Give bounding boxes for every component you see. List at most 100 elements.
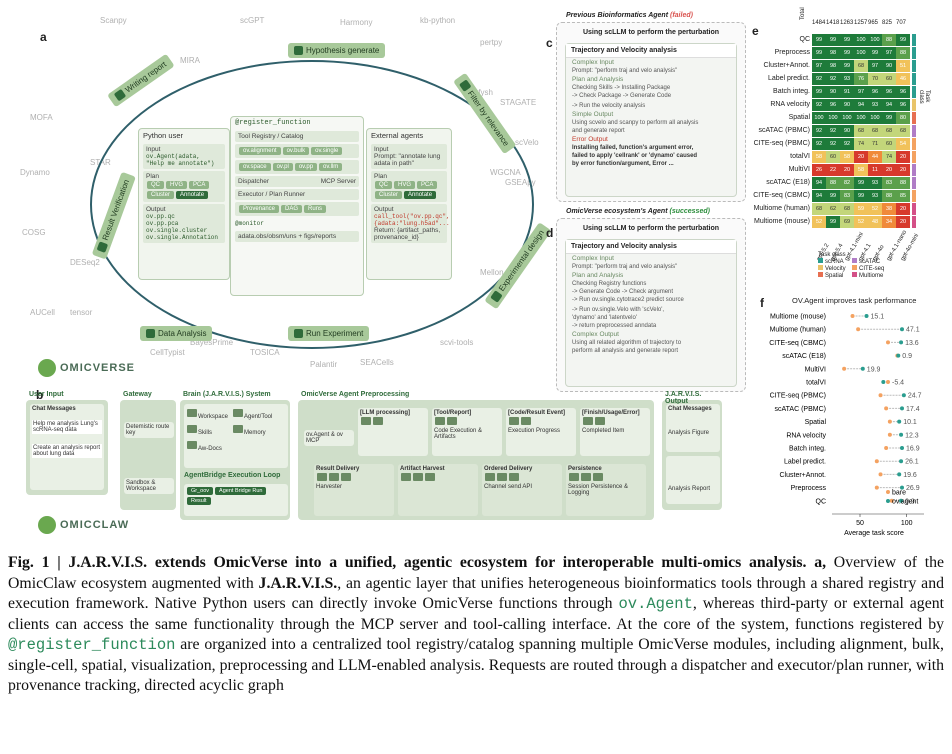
step-icon [583, 417, 593, 425]
heatmap-cell: 68 [896, 125, 910, 137]
module-chip: ov.single [311, 147, 343, 155]
heatmap-cell: 99 [826, 190, 840, 202]
f-bare-dot [878, 393, 883, 398]
monitor-decorator: @monitor [235, 220, 264, 227]
panel-c-header: Previous Bioinformatics Agent (failed) [566, 12, 693, 19]
heatmap-cell: 60 [882, 138, 896, 150]
caption-text-4: are organized into a centralized tool re… [8, 636, 944, 694]
external-output: Output call_tool("ov.pp.qc", {adata:"lun… [371, 204, 450, 243]
bg-tool-15: Palantir [310, 360, 338, 369]
heatmap-cell: 92 [840, 138, 854, 150]
caption-text-2: , an agentic layer that unifies heteroge… [8, 574, 944, 613]
py-plan-chip: Cluster [147, 191, 175, 199]
gateway-title: Gateway [123, 391, 152, 398]
heatmap-cell: 93 [868, 190, 882, 202]
heatmap-cell: 100 [840, 112, 854, 124]
brain-item-label: Agent/Tool [244, 414, 273, 420]
py-plan-chip: PCA [189, 181, 210, 189]
preproc-step: [LLM processing] [358, 408, 428, 456]
f-ov-dot [897, 472, 902, 477]
d-section-line: 'dynamo' and 'latentvelo' [572, 315, 637, 321]
c-section-title: Simple Output [572, 111, 614, 118]
heatmap-cell: 94 [854, 99, 868, 111]
f-bare-dot [874, 459, 879, 464]
output-report: Analysis Report [668, 486, 711, 492]
c-error-line: failed to apply 'cellrank' or 'dynamo' c… [572, 153, 698, 159]
heatmap-cell: 26 [812, 164, 826, 176]
f-ov-dot [899, 498, 904, 503]
step-icon [146, 329, 155, 339]
output-title: J.A.R.V.I.S. Output [665, 391, 702, 405]
loop-title: AgentBridge Execution Loop [184, 472, 281, 479]
output-chat: Chat Messages Analysis Figure [666, 404, 720, 452]
f-bare-dot [842, 366, 847, 371]
step-icon [113, 89, 127, 102]
ext-plan-chip: QC [375, 181, 392, 189]
panel-c-error-lines: Installing failed, function's argument e… [566, 144, 736, 168]
legend-swatch [818, 258, 823, 263]
py-output-line: ov.pp.pca [146, 220, 179, 227]
step-icon [294, 329, 303, 339]
f-delta-label: -5.4 [892, 380, 904, 387]
loop-item: Agent Bridge Run [215, 487, 267, 495]
task-class-strip [912, 86, 916, 98]
cycle-step-3: Run Experiment [288, 326, 370, 342]
bg-tool-8: Dynamo [20, 168, 50, 177]
heatmap-row-label: Batch integ. [773, 88, 810, 95]
panel-f-label: f [760, 296, 764, 310]
brain-title: Brain (J.A.R.V.I.S.) System [183, 391, 271, 398]
column-total: 825 [882, 20, 893, 26]
d-section-title: Complex Output [572, 331, 619, 338]
heatmap-cell: 98 [826, 60, 840, 72]
figure-caption: Fig. 1 | J.A.R.V.I.S. extends OmicVerse … [8, 553, 944, 697]
legend-item: CITE-seq [852, 265, 886, 272]
column-total: 1484 [812, 20, 826, 26]
registry-catalog: Tool Registry / Catalog [235, 131, 359, 142]
legend-label: Multiome [859, 273, 884, 279]
task-class-strip [912, 34, 916, 46]
external-agents-title: External agents [371, 131, 424, 140]
task-class-strip [912, 60, 916, 72]
omicverse-logo: OMICVERSE [38, 359, 135, 377]
panel-d: Using scLLM to perform the perturbation … [556, 218, 746, 392]
legend-swatch [818, 265, 823, 270]
f-ov-dot [881, 380, 886, 384]
heatmap-cell: 68 [882, 125, 896, 137]
heatmap-cell: 96 [826, 99, 840, 111]
heatmap-cell: 68 [854, 60, 868, 72]
f-ov-dot [901, 393, 906, 398]
step-icon [490, 290, 504, 303]
provenance-tag: DAG [281, 205, 303, 213]
heatmap-cell: 99 [882, 112, 896, 124]
heatmap-cell: 91 [840, 86, 854, 98]
module-chip: ov.bulk [282, 147, 310, 155]
doc-icon [425, 473, 435, 481]
heatmap-cell: 44 [868, 151, 882, 163]
user-msg-1: Help me analysis Lung's scRNA-seq data [32, 420, 102, 434]
step-icon [509, 417, 519, 425]
panel-d-tagline: Using scLLM to perform the perturbation [582, 225, 720, 232]
heatmap-cell: 76 [854, 73, 868, 85]
python-user-box: Python user Input ov.Agent(adata, "Help … [138, 128, 230, 280]
heatmap-row-label: Preprocess [774, 49, 810, 56]
heatmap-cell: 88 [896, 177, 910, 189]
heatmap-row-label: Label predict. [767, 75, 810, 82]
heatmap-cell: 60 [882, 73, 896, 85]
preproc-step-title: [Code/Result Event] [508, 410, 566, 416]
doc-icon [485, 473, 495, 481]
c-error-line: by error function/argument, Error ... [572, 161, 674, 167]
heatmap-cell: 82 [840, 177, 854, 189]
column-total: 707 [896, 20, 907, 26]
column-total: 965 [868, 20, 879, 26]
heatmap-cell: 74 [882, 151, 896, 163]
f-ov-dot [897, 419, 902, 424]
task-class-strip [912, 203, 916, 215]
total-label: Total [800, 7, 806, 20]
